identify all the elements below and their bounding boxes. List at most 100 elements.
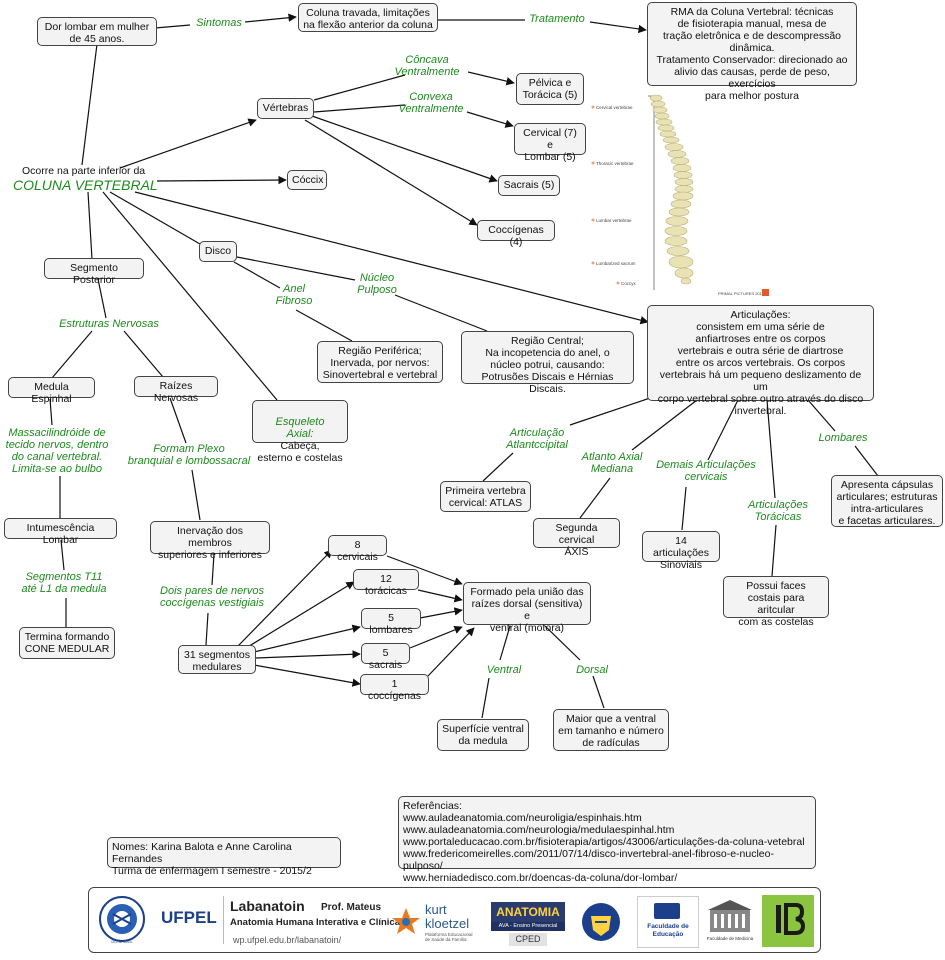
- line-axial-segunda: [579, 477, 611, 519]
- node-sacrais: Sacrais (5): [498, 175, 560, 196]
- arrow-coluna-vertebras: [119, 118, 257, 169]
- line-coluna-disco: [109, 191, 201, 245]
- line-toracicas-possui: [771, 524, 777, 577]
- anatomia-logo: ANATOMIA: [491, 902, 565, 922]
- line-art-axial: [631, 399, 698, 451]
- arrow-coluna-articulacoes: [134, 191, 649, 325]
- node-esqueleto-axial: Esqueleto Axial: Cabeça, esterno e coste…: [252, 400, 348, 464]
- node-5-sacrais: 5 sacrais: [361, 643, 410, 671]
- kurt-sub: Plataforma Educacional de Saúde da Famíl…: [425, 932, 473, 942]
- node-inervacao: Inervação dos membros superiores e infer…: [150, 521, 270, 561]
- node-articulacoes: Articulações: consistem em uma série de …: [647, 305, 874, 417]
- cped-logo: CPED: [509, 933, 547, 946]
- line-anel-regiao: [295, 309, 353, 342]
- node-formado: Formado pela união das raízes dorsal (se…: [463, 582, 591, 634]
- line-dor-coluna: [81, 43, 98, 166]
- arrow-convexa-cervical: [466, 111, 514, 128]
- node-possui-faces: Possui faces costais para aritcular com …: [723, 576, 829, 628]
- anatomia-subtitle: Anatomia Humana Interativa e Clínica: [230, 917, 400, 928]
- label-segmentos-t11: Segmentos T11 até L1 da medula: [21, 571, 107, 595]
- line-vert-convexa: [313, 104, 406, 113]
- line-formado-dorsal: [544, 625, 581, 661]
- node-dor-lombar: Dor lombar em mulher de 45 anos.: [37, 17, 157, 46]
- logo-divider: [223, 896, 224, 944]
- spine-image: Cervical vertebrae Thoracic vertebrae Lu…: [590, 90, 790, 300]
- node-medula-espinhal: Medula Espinhal: [8, 377, 95, 405]
- spine-label-coccyx: Coccyx: [621, 281, 637, 286]
- ava-logo: AVA - Ensino Presencial: [491, 922, 565, 931]
- node-12-toracicas: 12 torácicas: [353, 569, 419, 597]
- node-coluna-travada: Coluna travada, limitações na flexão ant…: [298, 3, 438, 32]
- label-dorsal: Dorsal: [576, 664, 608, 676]
- line-medula-massa: [49, 398, 53, 426]
- line-nucleo-central: [394, 294, 488, 332]
- fae-logo: Faculdade de Educação: [637, 896, 699, 948]
- line-ventral-superficie: [481, 677, 490, 719]
- esqueleto-title: Esqueleto Axial:: [275, 416, 325, 440]
- arrow-31-coccigenas: [253, 664, 361, 687]
- label-dois-pares: Dois pares de nervos coccígenas vestigia…: [160, 585, 264, 609]
- node-regiao-periferica: Região Periférica; Inervada, por nervos:…: [317, 341, 443, 383]
- line-art-lombares: [807, 399, 836, 432]
- node-nomes: Nomes: Karina Balota e Anne Carolina Fer…: [107, 837, 341, 877]
- label-nucleo-pulposo: Núcleo Pulposo: [357, 272, 397, 296]
- label-formam-plexo: Formam Plexo branquial e lombossacral: [127, 443, 251, 467]
- node-segunda-cervical: Segunda cervical ÁXIS: [533, 518, 620, 558]
- arrow-tratamento-rma: [589, 21, 647, 34]
- label-articulacoes-toracicas: Articulações Torácicas: [748, 499, 808, 523]
- node-31-segmentos: 31 segmentos medulares: [178, 645, 256, 674]
- node-apresenta: Apresenta cápsulas articulares; estrutur…: [831, 475, 943, 527]
- node-segmento-posterior: Segmento Posterior: [44, 258, 144, 286]
- spine-label-thoracic: Thoracic vertebrae: [596, 161, 634, 166]
- fae-text: Faculdade de Educação: [647, 923, 689, 938]
- kurt-line1: kurt: [425, 902, 447, 917]
- label-concava: Côncava Ventralmente: [394, 54, 460, 78]
- label-ventral: Ventral: [486, 664, 522, 676]
- line-inervacao-dois: [211, 553, 215, 586]
- node-regiao-central: Região Central; Na incopetencia do anel,…: [461, 331, 634, 395]
- line-seg-estruturas: [97, 278, 107, 319]
- arrow-concava-pelvica: [467, 71, 515, 86]
- line-dor-sintomas: [154, 24, 191, 29]
- node-rma: RMA da Coluna Vertebral: técnicas de fis…: [647, 2, 857, 102]
- node-referencias: Referências: www.auladeanatomia.com/neur…: [398, 796, 816, 884]
- line-dois-31: [205, 612, 209, 646]
- arrow-coluna-coccix: [156, 175, 287, 185]
- label-articulacao-atlanto: Articulação Atlantccipital: [506, 427, 568, 451]
- logo-strip: DO BRASIL UFPEL Labanatoin Prof. Mateus …: [88, 887, 821, 953]
- label-massacilindroide: Massacilindróide de tecido nervos, dentr…: [5, 427, 109, 475]
- arrow-31-sacrais: [255, 650, 361, 659]
- line-art-atlanto: [569, 395, 657, 426]
- shield-logo: [579, 900, 623, 944]
- node-disco: Disco: [199, 241, 237, 262]
- arrow-lombares-formado: [419, 607, 463, 619]
- node-1-coccigenas: 1 coccígenas: [360, 674, 429, 702]
- spine-label-lumbar: Lumbar vertebrae: [596, 218, 632, 223]
- kurt-icon: [391, 906, 421, 936]
- arrow-vert-sacrais: [311, 115, 498, 183]
- label-lombares: Lombares: [818, 432, 868, 444]
- label-demais-articulacoes: Demais Articulações cervicais: [656, 459, 756, 483]
- line-art-demais: [707, 399, 739, 461]
- line-disco-anel: [233, 261, 281, 289]
- line-art-toracicas: [766, 399, 776, 499]
- line-atlanto-primeira: [482, 452, 514, 482]
- node-primeira-vertebra: Primeira vertebra cervical: ATLAS: [440, 481, 531, 512]
- node-raizes-nervosas: Raízes Nervosas: [134, 376, 218, 404]
- ib-logo: [762, 895, 814, 947]
- arrow-31-toracicas: [245, 581, 355, 649]
- node-maior: Maior que a ventral em tamanho e número …: [553, 709, 669, 751]
- fae-mark-icon: [654, 903, 680, 919]
- labanatoin-url: wp.ufpel.edu.br/labanatoin/: [233, 935, 342, 945]
- node-coccigenas: Coccígenas (4): [477, 220, 555, 248]
- node-intumescencia: Intumescência Lombar: [4, 518, 117, 546]
- node-termina: Termina formando CONE MEDULAR: [19, 627, 115, 659]
- line-raizes-plexo: [169, 397, 187, 444]
- arrow-31-lombares: [253, 624, 361, 653]
- label-convexa: Convexa Ventralmente: [398, 91, 464, 115]
- ib-icon: [776, 903, 806, 935]
- spine-illustration: Cervical vertebrae Thoracic vertebrae Lu…: [591, 94, 769, 296]
- label-sintomas: Sintomas: [196, 17, 242, 29]
- medicina-logo: Faculdade de Medicina: [704, 896, 756, 946]
